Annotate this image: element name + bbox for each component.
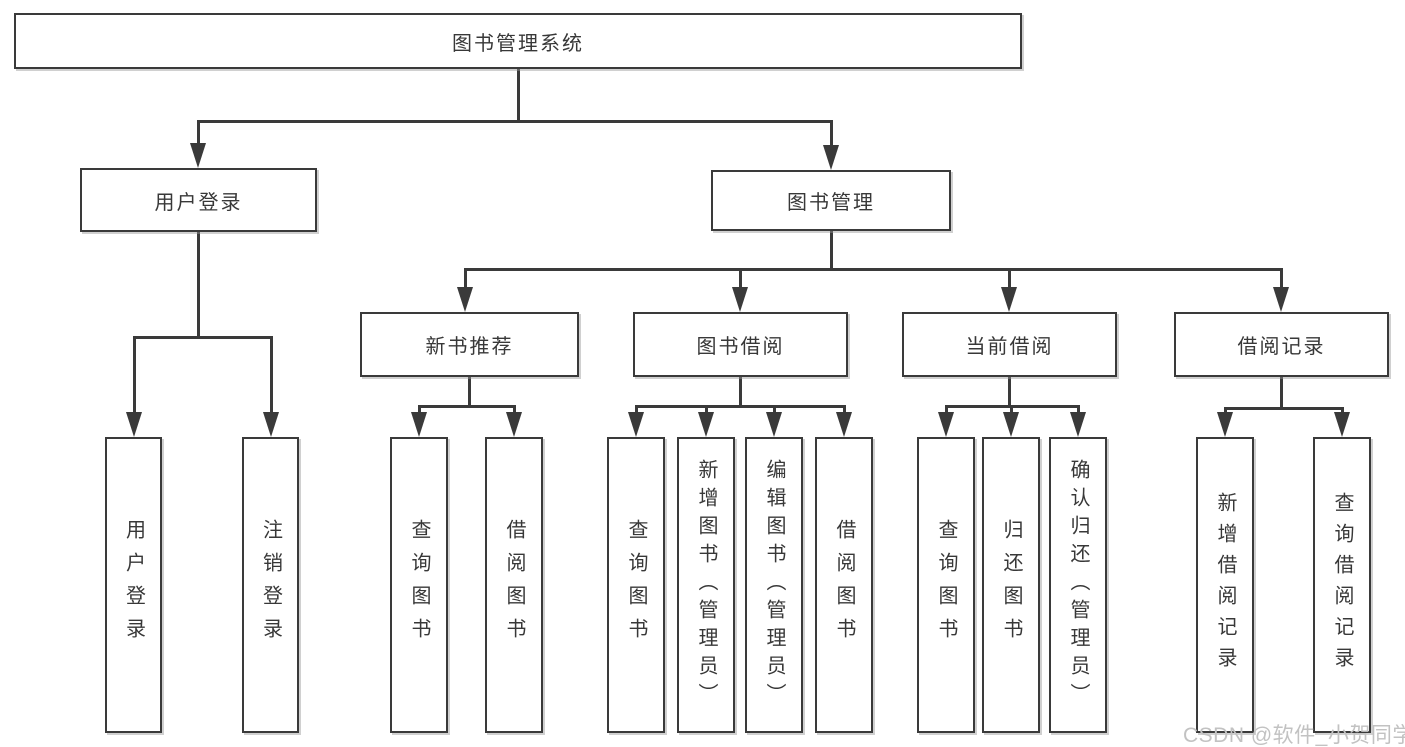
connector-hline: [463, 268, 1283, 271]
node-leaf-edit-books-admin: 编辑图书（管理员）: [745, 437, 803, 733]
node-label: 查询图书: [935, 519, 957, 651]
connector-hline: [634, 405, 846, 408]
connector-vline: [197, 232, 200, 338]
node-leaf-query-books-borrow: 查询图书: [607, 437, 665, 733]
arrow-down-icon: [731, 287, 748, 312]
node-leaf-add-borrow-record: 新增借阅记录: [1196, 437, 1254, 733]
connector-hline: [1223, 407, 1344, 410]
node-label: 查询借阅记录: [1331, 492, 1353, 678]
arrow-down-icon: [410, 412, 427, 437]
node-label: 新书推荐: [425, 336, 514, 358]
node-label: 确认归还（管理员）: [1067, 459, 1089, 711]
node-leaf-query-borrow-record: 查询借阅记录: [1313, 437, 1371, 733]
node-book-management: 图书管理: [711, 170, 951, 231]
arrow-down-icon: [1069, 412, 1086, 437]
node-user-login: 用户登录: [80, 168, 317, 232]
connector-vline: [829, 120, 833, 152]
node-leaf-add-books-admin: 新增图书（管理员）: [677, 437, 735, 733]
csdn-watermark: CSDN @软件_小贺同学: [1183, 724, 1405, 747]
node-label: 注销登录: [259, 519, 282, 651]
arrow-down-icon: [456, 287, 473, 312]
connector-vline: [738, 268, 742, 294]
node-current-borrowing: 当前借阅: [902, 312, 1117, 377]
node-label: 新增借阅记录: [1214, 492, 1236, 678]
node-leaf-query-books-current: 查询图书: [917, 437, 975, 733]
node-label: 借阅记录: [1237, 336, 1326, 358]
arrow-down-icon: [765, 412, 782, 437]
node-leaf-confirm-return-admin: 确认归还（管理员）: [1049, 437, 1107, 733]
connector-vline: [463, 268, 467, 294]
node-leaf-borrow-books-recommend: 借阅图书: [485, 437, 543, 733]
node-borrowing-records: 借阅记录: [1174, 312, 1389, 377]
connector-vline: [270, 336, 273, 419]
arrow-down-icon: [697, 412, 714, 437]
arrow-down-icon: [126, 412, 142, 437]
node-label: 当前借阅: [965, 336, 1054, 358]
arrow-down-icon: [1002, 412, 1019, 437]
connector-hline: [197, 120, 833, 123]
connector-hline: [417, 405, 516, 408]
arrow-down-icon: [822, 145, 839, 170]
node-label: 编辑图书（管理员）: [763, 459, 785, 711]
connector-vline: [1279, 268, 1283, 294]
arrow-down-icon: [835, 412, 852, 437]
node-leaf-user-login: 用户登录: [105, 437, 162, 733]
node-label: 新增图书（管理员）: [695, 459, 717, 711]
node-label: 图书管理系统: [452, 32, 584, 55]
arrow-down-icon: [1216, 412, 1233, 437]
node-leaf-logout: 注销登录: [242, 437, 299, 733]
connector-vline: [1279, 377, 1283, 409]
connector-vline: [516, 69, 520, 121]
node-label: 图书管理: [787, 192, 875, 214]
arrow-down-icon: [1272, 287, 1289, 312]
node-label: 查询图书: [408, 519, 430, 651]
arrow-down-icon: [263, 412, 279, 437]
node-label: 借阅图书: [503, 519, 525, 651]
node-label: 用户登录: [154, 191, 243, 214]
connector-vline: [468, 377, 471, 407]
connector-vline: [829, 231, 833, 270]
arrow-down-icon: [1333, 412, 1350, 437]
connector-hline: [133, 336, 273, 339]
arrow-down-icon: [1000, 287, 1017, 312]
node-leaf-query-books-recommend: 查询图书: [390, 437, 448, 733]
node-label: 图书借阅: [696, 336, 785, 358]
node-label: 借阅图书: [833, 519, 855, 651]
connector-vline: [738, 377, 742, 407]
connector-vline: [133, 336, 136, 419]
arrow-down-icon: [937, 412, 954, 437]
arrow-down-icon: [190, 143, 206, 168]
connector-vline: [197, 120, 200, 150]
node-new-book-recommendation: 新书推荐: [360, 312, 579, 377]
node-leaf-borrow-books: 借阅图书: [815, 437, 873, 733]
arrow-down-icon: [627, 412, 644, 437]
node-label: 用户登录: [122, 519, 145, 651]
node-book-borrowing: 图书借阅: [633, 312, 848, 377]
node-label: 归还图书: [1000, 519, 1022, 651]
connector-vline: [1007, 377, 1011, 407]
node-library-management-system: 图书管理系统: [14, 13, 1022, 69]
node-label: 查询图书: [625, 519, 647, 651]
connector-vline: [1007, 268, 1011, 294]
node-leaf-return-books: 归还图书: [982, 437, 1040, 733]
arrow-down-icon: [505, 412, 522, 437]
